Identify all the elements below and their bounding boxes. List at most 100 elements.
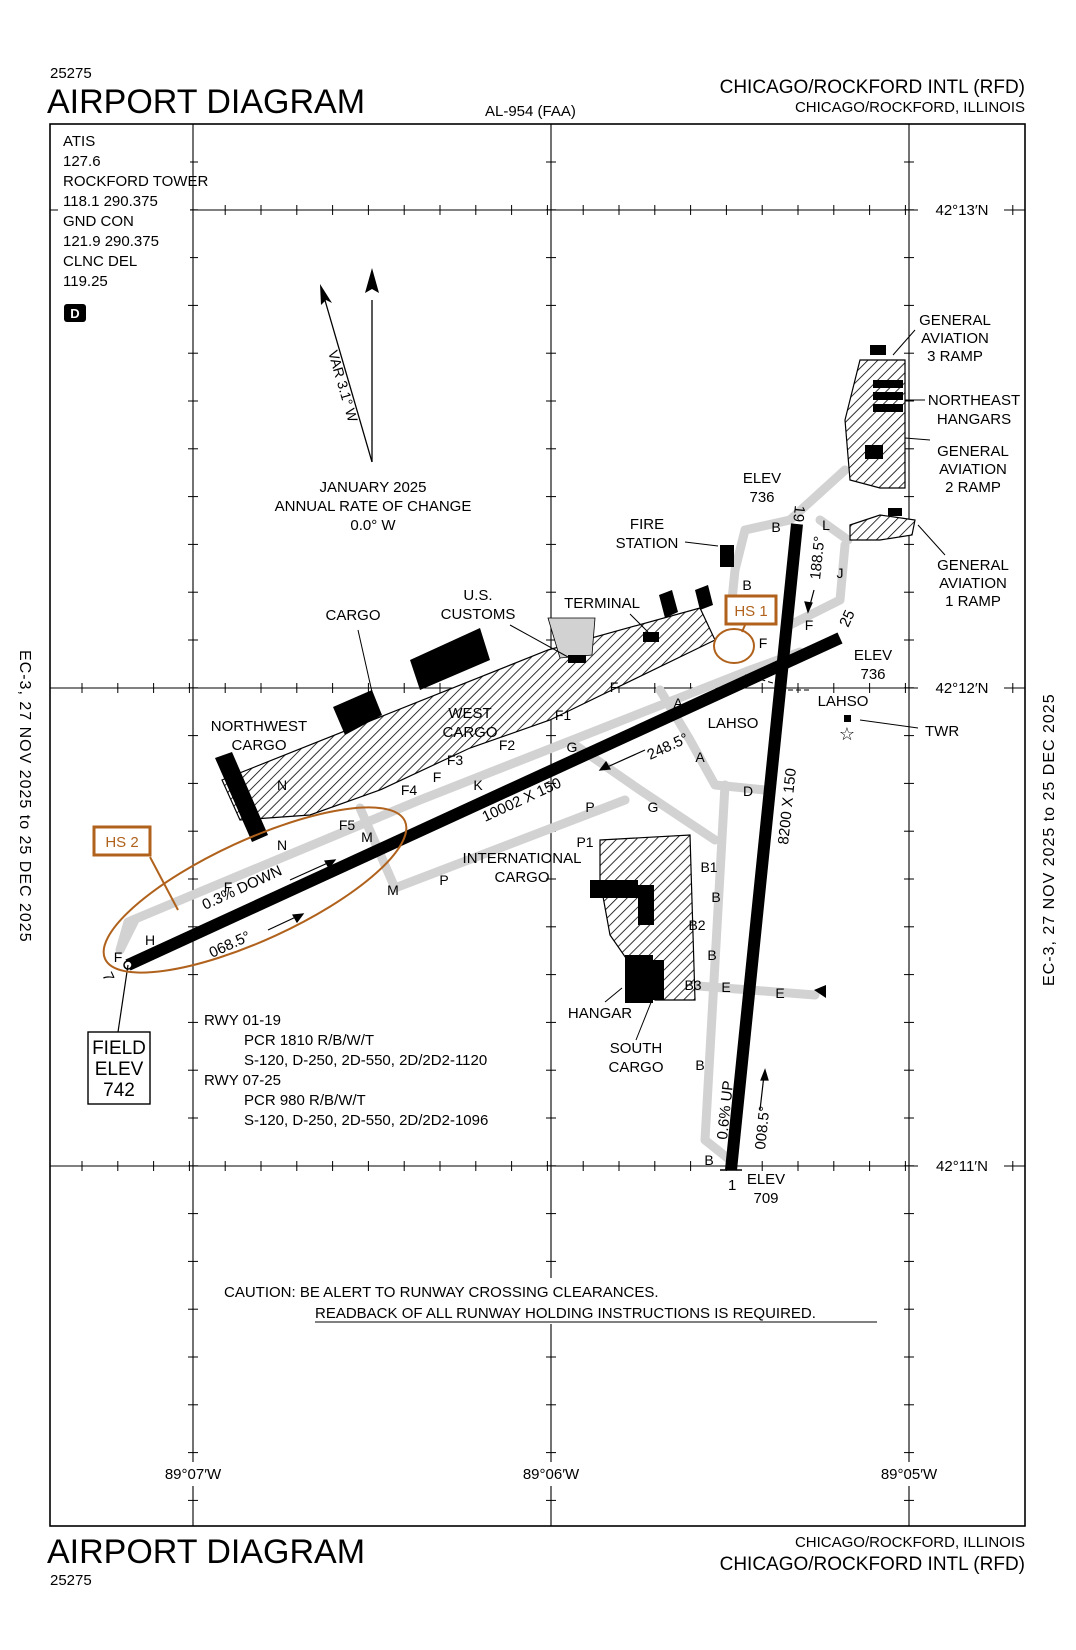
taxiway-label: F [805,617,814,633]
ga2-label-2: AVIATION [939,461,1007,478]
city-state-top: CHICAGO/ROCKFORD, ILLINOIS [795,99,1025,116]
int-cargo-building-2 [638,885,654,925]
city-state-bottom: CHICAGO/ROCKFORD, ILLINOIS [795,1534,1025,1551]
west-cargo-ramp [221,607,716,821]
ga1-label-2: AVIATION [939,575,1007,592]
field-elev-box [87,1031,151,1105]
elev-19-label: ELEV [743,470,781,487]
lon-label-right: 89°05′W [881,1466,938,1483]
terminal-label: TERMINAL [564,595,640,612]
taxiway-label: F2 [499,737,516,753]
northwest-cargo-label-1: NORTHWEST [211,718,307,735]
taxiway-l-path [815,515,853,545]
taxiway-label: B [711,889,720,905]
taxiway-label: F [759,635,768,651]
magnetic-rate-line: ANNUAL RATE OF CHANGE [275,498,472,515]
chart-title-bottom: AIRPORT DIAGRAM [47,1533,365,1571]
field-elev-line1: FIELD [92,1038,146,1059]
cargo-building-1 [333,690,382,735]
rwy-data-line: PCR 980 R/B/W/T [244,1092,366,1109]
lat-label-mid: 42°12′N [935,680,988,697]
tower-building [844,715,851,722]
taxiway-label: K [473,777,483,793]
taxiway-label: F1 [555,707,572,723]
taxiway-label: B3 [684,977,701,993]
freq-line: GND CON [63,213,134,230]
dataset-badge-letter: D [70,306,79,321]
taxiway-label: B1 [700,859,717,875]
taxiway-label: P1 [576,834,593,850]
ne-hangars-label-2: HANGARS [937,411,1011,428]
hangar-label: HANGAR [568,1005,632,1022]
ga3-label-2: AVIATION [921,330,989,347]
procedure-id: AL-954 (FAA) [485,103,576,120]
freq-line: 127.6 [63,153,101,170]
elev-01-label: ELEV [747,1171,785,1188]
freq-line: 121.9 290.375 [63,233,159,250]
taxiway-label: G [567,739,578,755]
elev-25-label: ELEV [854,647,892,664]
lon-label-left: 89°07′W [165,1466,222,1483]
chart-number-bottom: 25275 [50,1572,92,1589]
side-text-right: EC-3, 27 NOV 2025 to 25 DEC 2025 [1041,693,1058,986]
hot-spot-2-box[interactable] [92,825,152,857]
buildings [215,345,903,1003]
taxiway-label: F [224,879,233,895]
intl-cargo-label-2: CARGO [494,869,549,886]
fire-station-label-2: STATION [616,535,679,552]
frequency-block: ATIS 127.6 ROCKFORD TOWER 118.1 290.375 … [63,133,208,290]
cargo-label: CARGO [325,607,380,624]
magnetic-date: JANUARY 2025 [319,479,426,496]
terminal-concourse [659,590,678,618]
ga1-ramp [849,514,916,541]
ga2-label-1: GENERAL [937,443,1009,460]
dataset-badge [64,304,86,322]
freq-line: 119.25 [63,273,108,290]
airport-name-bottom: CHICAGO/ROCKFORD INTL (RFD) [720,1554,1025,1575]
taxiway-label: H [145,932,155,948]
taxiway-b-path [700,780,735,1165]
freq-line: ATIS [63,133,95,150]
runway-data-block: RWY 01-19 PCR 1810 R/B/W/T S-120, D-250,… [204,1012,488,1129]
taxiway-label: F [114,949,123,965]
rwy-data-line: PCR 1810 R/B/W/T [244,1032,374,1049]
variation-label: VAR 3.1° W [325,348,361,424]
rwy-01-bearing: 008.5° [752,1105,773,1150]
rwy-data-line: S-120, D-250, 2D-550, 2D/2D2-1120 [244,1052,487,1069]
hot-spot-1-box[interactable] [724,594,778,626]
taxiway-label: D [743,783,753,799]
fire-station-building [720,545,734,567]
taxiway-label: P [439,872,448,888]
taxiway-label: B [771,519,780,535]
lat-label-top: 42°13′N [935,202,988,219]
taxiway-label: P [585,799,594,815]
taxiway-label: J [837,565,844,581]
runway-07-25[interactable] [125,632,843,971]
taxiway-g-path [570,740,720,845]
ga1-building [888,508,902,516]
lahso-line [744,674,781,686]
rwy-07-bearing: 068.5° [207,928,254,962]
ga3-ramp [844,359,906,489]
hot-spot-1-area [713,628,755,664]
lahso-label-1: LAHSO [708,715,759,732]
caution-line-1: CAUTION: BE ALERT TO RUNWAY CROSSING CLE… [224,1284,659,1301]
freq-line: ROCKFORD TOWER [63,173,208,190]
customs-building [568,655,586,663]
northwest-cargo-building [215,752,268,842]
chart-frame [49,123,1026,1527]
rwy-data-line: RWY 07-25 [204,1072,281,1089]
south-cargo-label-2: CARGO [608,1059,663,1076]
north-arrows: VAR 3.1° W [320,268,379,463]
cargo-building-2 [410,628,490,690]
rwy-25-bearing: 248.5° [645,730,692,764]
runway-01-19[interactable] [725,523,803,1171]
ne-hangars-label-1: NORTHEAST [928,392,1020,409]
ne-hangar-2 [873,392,903,400]
hot-spot-2-label: HS 2 [105,834,138,851]
taxiway-label: M [361,829,373,845]
taxiway-label: B [704,1152,713,1168]
ga1-label-3: 1 RAMP [945,593,1001,610]
airport-name-top: CHICAGO/ROCKFORD INTL (RFD) [720,77,1025,98]
